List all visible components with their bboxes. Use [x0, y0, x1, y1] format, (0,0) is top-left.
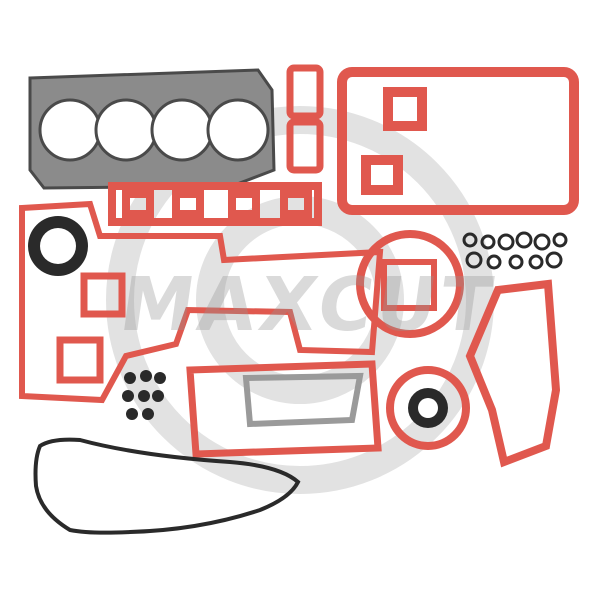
valve-stem-seals [122, 370, 166, 420]
valve-cover-seal [33, 437, 301, 535]
water-pump-gasket [465, 279, 561, 468]
timing-cover-gasket [19, 200, 384, 404]
watermark-logo-text: MAXCUT [114, 262, 502, 348]
oil-pan-gasket [337, 67, 579, 215]
rear-seal-housing-gasket [356, 230, 470, 450]
exhaust-manifold-gasket [186, 360, 382, 458]
o-ring-set [462, 231, 568, 270]
small-rect-gaskets [56, 64, 324, 384]
cylinder-head-gasket [28, 68, 276, 190]
front-crankshaft-seal [28, 216, 88, 276]
intake-manifold-gasket [108, 182, 322, 226]
